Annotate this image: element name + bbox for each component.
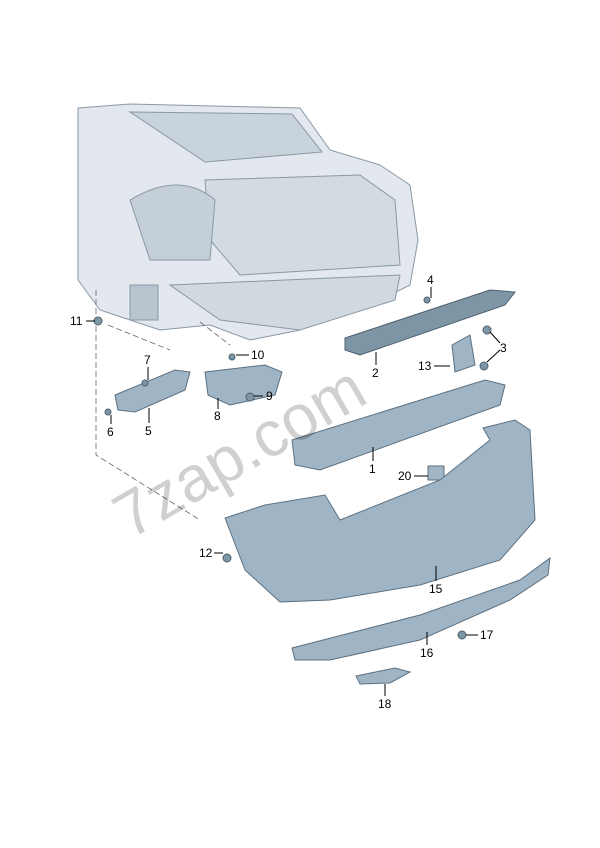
- callout-1: 1: [369, 462, 376, 476]
- part-8-bracket-right[interactable]: [204, 364, 283, 406]
- callout-5: 5: [145, 424, 152, 438]
- callout-17: 17: [480, 628, 494, 642]
- part-16-diffuser[interactable]: [291, 556, 551, 661]
- fasteners: [93, 296, 492, 640]
- callout-15: 15: [429, 582, 443, 596]
- part-13-bracket[interactable]: [451, 334, 476, 373]
- callout-18: 18: [378, 697, 392, 711]
- callout-7: 7: [144, 353, 151, 367]
- callout-9: 9: [266, 389, 273, 403]
- leader-lines: [86, 287, 501, 696]
- callout-labels: 11 7 10 4 3 2 13 9 8 6 5 1 20 12 15 17 1…: [70, 273, 507, 711]
- car-rear-body: [77, 103, 419, 341]
- callout-20: 20: [398, 469, 412, 483]
- callout-12: 12: [199, 546, 213, 560]
- part-20-clip[interactable]: [427, 465, 445, 481]
- part-5-bracket-left[interactable]: [114, 369, 191, 413]
- callout-2: 2: [372, 366, 379, 380]
- callout-4: 4: [427, 273, 434, 287]
- part-2-guide-bracket[interactable]: [344, 289, 516, 356]
- callout-3: 3: [500, 341, 507, 355]
- callout-16: 16: [420, 646, 434, 660]
- callout-11: 11: [70, 314, 83, 328]
- part-15-bumper-cover[interactable]: [224, 419, 536, 603]
- callout-13: 13: [418, 359, 432, 373]
- part-1-energy-absorber[interactable]: [291, 379, 506, 471]
- callout-10: 10: [251, 348, 265, 362]
- callout-6: 6: [107, 425, 114, 439]
- part-18-trim[interactable]: [355, 667, 412, 685]
- callout-8: 8: [214, 409, 221, 423]
